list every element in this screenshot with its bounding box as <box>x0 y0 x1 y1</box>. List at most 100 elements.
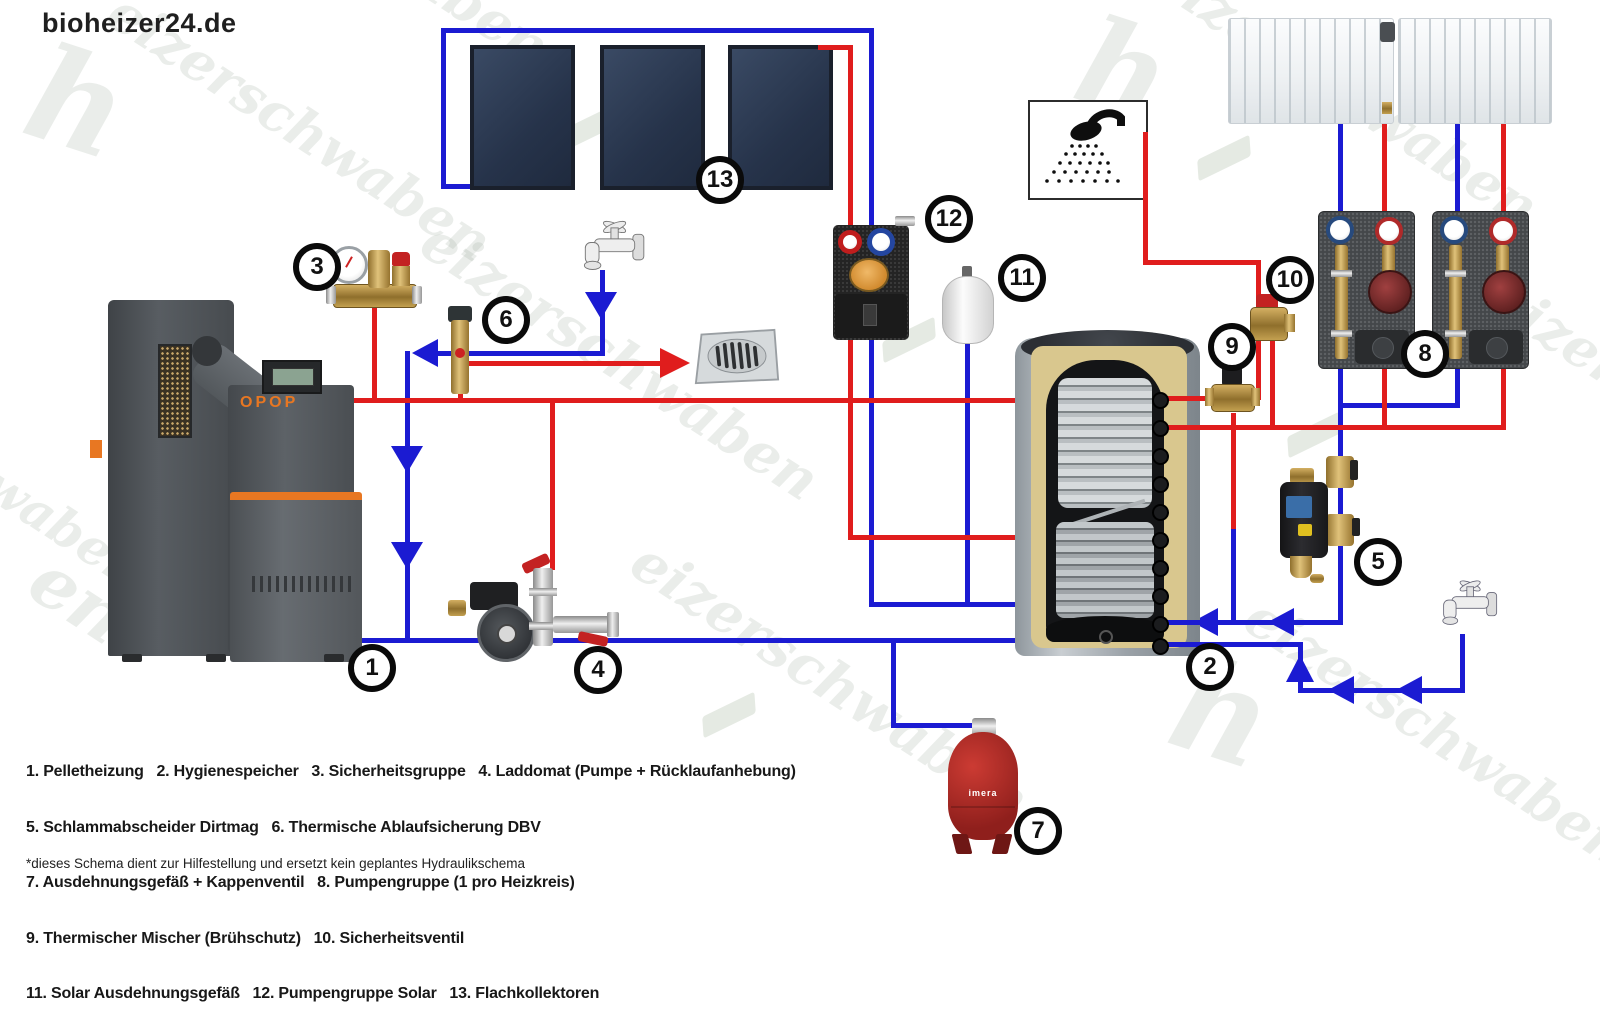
pipe-cold-inlet <box>1162 642 1303 647</box>
laddomat-pump <box>477 604 535 662</box>
solar-expansion-vessel <box>942 266 994 346</box>
gauge-needle <box>345 256 353 268</box>
manifold-cap <box>412 286 422 304</box>
safety-valve-red-cap <box>1256 294 1278 309</box>
solar-collector-panel <box>470 45 575 190</box>
manifold-cap <box>326 286 336 304</box>
boiler-foot <box>324 654 344 662</box>
laddomat <box>444 552 629 662</box>
boiler-foot <box>206 654 226 662</box>
pipe-tank-return <box>1162 620 1343 625</box>
burner-vents <box>252 576 352 592</box>
tank-dhw-coil <box>1058 378 1152 508</box>
pipe-solar-vessel-stub <box>965 342 970 604</box>
flow-arrow-left <box>1396 676 1422 704</box>
pump-group-pipe <box>1449 245 1462 359</box>
legend-line-3: 7. Ausdehnungsgefäß + Kappenventil 8. Pu… <box>26 874 575 891</box>
display-screen <box>272 368 314 386</box>
tank-port <box>1152 588 1169 605</box>
legend-line-4: 9. Thermischer Mischer (Brühschutz) 10. … <box>26 929 465 947</box>
marker-3: 3 <box>293 243 341 291</box>
pump-group-1 <box>1318 211 1415 369</box>
pump-group-2 <box>1432 211 1529 369</box>
watermark: h <box>8 15 146 190</box>
buffer-tank <box>1015 330 1200 656</box>
boiler-display <box>262 360 322 394</box>
cap-valve <box>972 718 996 736</box>
safety-valve-10 <box>1248 294 1296 346</box>
pipe-boiler-return <box>352 638 1022 643</box>
marker-9: 9 <box>1208 323 1256 371</box>
pipe-heating-return <box>1338 403 1460 408</box>
pipe-collar <box>1445 330 1466 337</box>
pipe-radiator2-return <box>1455 118 1460 213</box>
gauge-red <box>1489 217 1517 245</box>
pipe-laddomat-flow <box>550 402 555 570</box>
marker-10: 10 <box>1266 256 1314 304</box>
shower-icon <box>1045 109 1125 183</box>
pellet-window <box>158 344 192 438</box>
pipe-collar <box>1331 330 1352 337</box>
flow-arrow-up <box>1286 655 1314 682</box>
pipe-solar-hot <box>848 535 1022 540</box>
pipe-expansion-drop <box>891 723 987 728</box>
boiler-foot <box>122 654 142 662</box>
pipe-heating-supply <box>1501 365 1506 427</box>
pipe-mixer-cold-feed <box>1231 527 1236 622</box>
radiator-valve <box>1382 102 1392 114</box>
marker-11: 11 <box>998 254 1046 302</box>
valve-handle <box>1350 460 1358 480</box>
solar-collector-panel <box>728 45 833 190</box>
pump-switch <box>863 304 877 326</box>
flow-arrow-left <box>1328 676 1354 704</box>
gauge-blue <box>1326 216 1354 244</box>
pipe-solar-hot <box>818 45 853 50</box>
marker-7: 7 <box>1014 807 1062 855</box>
pipe-boiler-flow <box>345 398 1022 403</box>
dirtmag-separator <box>1276 452 1362 586</box>
pipe-expansion-drop <box>891 640 896 727</box>
solar-collector-panel <box>600 45 705 190</box>
tank-port <box>1152 504 1169 521</box>
pipe-fill-line <box>418 351 602 356</box>
boiler-orange-tab <box>90 440 102 458</box>
pipe-solar-return <box>869 338 874 607</box>
safety-group <box>326 240 422 310</box>
pipe-heating-supply <box>1382 365 1387 427</box>
tank-solar-coil <box>1056 522 1154 618</box>
thermal-mixer <box>1205 364 1260 414</box>
dirtmag-top-fitting <box>1290 468 1314 484</box>
chute-elbow <box>192 336 222 366</box>
solar-gauge-red <box>838 230 862 254</box>
pipe-radiator2-flow <box>1501 118 1506 213</box>
tank-port <box>1152 616 1169 633</box>
pipe-collar <box>1445 270 1466 277</box>
vessel-body: imera <box>948 732 1018 840</box>
valve-handle <box>1352 518 1360 536</box>
mixer-port <box>1205 388 1214 406</box>
pipe-solar-hot <box>848 45 853 227</box>
legend-line-1: 1. Pelletheizung 2. Hygienespeicher 3. S… <box>26 763 796 780</box>
circulation-pump <box>1368 270 1412 314</box>
flow-arrow-down <box>391 542 423 569</box>
watermark-cap-icon <box>1197 134 1251 182</box>
pipe-solar-hot <box>848 338 853 539</box>
site-logo: bioheizer24.de <box>42 8 237 38</box>
pipe-solar-cold <box>441 184 473 189</box>
solar-gauge-blue <box>867 228 895 256</box>
pipe-dhw-shower <box>1143 132 1148 264</box>
pump-controller <box>1469 330 1523 364</box>
marker-2: 2 <box>1186 643 1234 691</box>
radiator <box>1228 18 1394 124</box>
pipe-mixer-feed-hot <box>1231 413 1236 529</box>
pipe-dhw-shower <box>1143 260 1261 265</box>
vessel-seam <box>951 806 1015 808</box>
pipe-cold-inlet <box>1460 634 1465 690</box>
riser-collar <box>529 588 557 596</box>
pipe-radiator1-return <box>1338 118 1343 213</box>
pipe-safety-group-tap <box>372 305 377 398</box>
dbv-cap <box>448 306 472 322</box>
floor-drain <box>694 328 780 385</box>
laddomat-inlet <box>448 600 466 616</box>
tank-port <box>1152 532 1169 549</box>
